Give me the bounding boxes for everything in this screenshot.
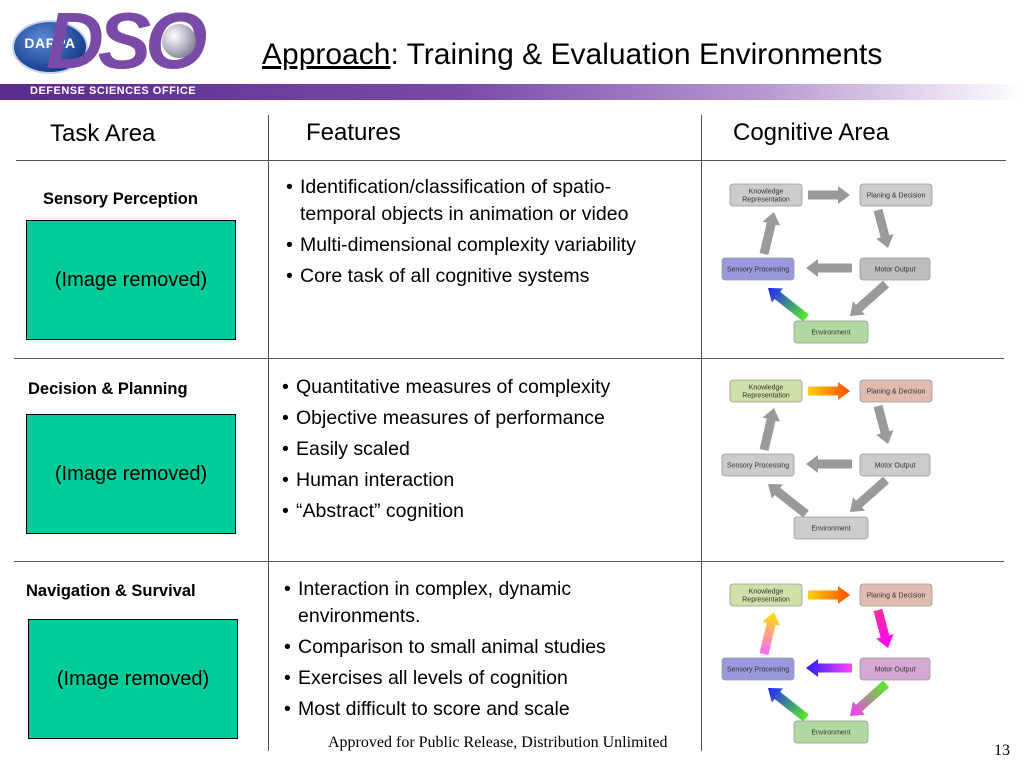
row-divider-1 xyxy=(14,358,1004,359)
image-placeholder-text: (Image removed) xyxy=(54,462,208,485)
node-mo: Motor Output xyxy=(859,453,931,477)
header-band: DEFENSE SCIENCES OFFICE xyxy=(0,84,1024,100)
feature-item: “Abstract” cognition xyxy=(282,498,682,525)
node-sp: Sensory Processing xyxy=(721,453,795,477)
node-label: Planing & Decision xyxy=(867,389,926,396)
node-label: Knowledge xyxy=(749,189,784,196)
node-label: Motor Output xyxy=(875,267,916,274)
features-list-navigation: Interaction in complex, dynamic environm… xyxy=(284,576,679,727)
darpa-emblem xyxy=(12,20,88,74)
image-placeholder: (Image removed) xyxy=(28,619,238,739)
node-env: Environment xyxy=(793,720,869,744)
flow-arrow-kr-to-pd xyxy=(808,186,850,204)
node-label: Environment xyxy=(811,730,850,737)
header-divider xyxy=(16,160,1006,161)
flow-arrow-pd-to-mo xyxy=(873,208,894,248)
features-list-sensory: Identification/classification of spatio-… xyxy=(286,174,671,294)
title-underlined: Approach xyxy=(262,38,391,71)
feature-item: Core task of all cognitive systems xyxy=(286,263,671,290)
darpa-logo-text: DARPA xyxy=(24,35,76,51)
page-number: 13 xyxy=(994,742,1010,759)
row-label-decision-planning: Decision & Planning xyxy=(28,380,188,398)
feature-item: Quantitative measures of complexity xyxy=(282,374,682,401)
flow-arrow-env-to-sp xyxy=(768,288,809,322)
node-label: Representation xyxy=(742,197,790,204)
flow-arrow-pd-to-mo xyxy=(873,404,894,444)
node-pd: Planing & Decision xyxy=(859,183,933,207)
node-sp: Sensory Processing xyxy=(721,657,795,681)
feature-item: Comparison to small animal studies xyxy=(284,634,679,661)
node-label: Environment xyxy=(811,526,850,533)
column-divider-2 xyxy=(701,115,702,751)
node-sp: Sensory Processing xyxy=(721,257,795,281)
column-header-task-area: Task Area xyxy=(50,120,156,147)
feature-item: Identification/classification of spatio-… xyxy=(286,174,671,228)
feature-item: Exercises all levels of cognition xyxy=(284,665,679,692)
image-placeholder-text: (Image removed) xyxy=(54,268,208,291)
flow-arrow-mo-to-sp xyxy=(806,455,852,473)
node-pd: Planing & Decision xyxy=(859,583,933,607)
dso-logo: DARPA DSO xyxy=(6,0,207,86)
row-divider-2 xyxy=(14,561,1004,562)
image-placeholder: (Image removed) xyxy=(26,414,236,534)
slide-title: Approach: Training & Evaluation Environm… xyxy=(262,38,882,72)
title-rest: : Training & Evaluation Environments xyxy=(390,38,883,71)
flow-arrow-pd-to-mo xyxy=(873,608,894,648)
column-divider-1 xyxy=(268,115,269,751)
node-label: Sensory Processing xyxy=(727,267,789,274)
flow-arrow-kr-to-pd xyxy=(808,586,850,604)
node-label: Sensory Processing xyxy=(727,463,789,470)
node-label: Planing & Decision xyxy=(867,593,926,600)
node-env: Environment xyxy=(793,516,869,540)
feature-item: Interaction in complex, dynamic environm… xyxy=(284,576,679,630)
flow-arrow-sp-to-kr xyxy=(759,612,780,655)
release-notice: Approved for Public Release, Distributio… xyxy=(328,734,668,751)
feature-item: Most difficult to score and scale xyxy=(284,696,679,723)
flow-arrow-mo-to-env xyxy=(850,280,889,316)
flow-arrow-mo-to-env xyxy=(850,680,889,716)
feature-item: Human interaction xyxy=(282,467,682,494)
band-text: DEFENSE SCIENCES OFFICE xyxy=(30,85,197,97)
flow-arrow-env-to-sp xyxy=(768,688,809,722)
node-label: Knowledge xyxy=(749,385,784,392)
node-mo: Motor Output xyxy=(859,657,931,681)
flow-arrow-mo-to-sp xyxy=(806,259,852,277)
node-label: Representation xyxy=(742,393,790,400)
node-label: Knowledge xyxy=(749,589,784,596)
feature-item: Easily scaled xyxy=(282,436,682,463)
flow-arrow-sp-to-kr xyxy=(759,212,780,255)
node-mo: Motor Output xyxy=(859,257,931,281)
flow-arrow-sp-to-kr xyxy=(759,408,780,451)
flow-arrow-mo-to-sp xyxy=(806,659,852,677)
column-header-cognitive-area: Cognitive Area xyxy=(733,119,890,146)
column-header-features: Features xyxy=(306,119,401,146)
node-label: Environment xyxy=(811,330,850,337)
flow-arrow-env-to-sp xyxy=(768,484,809,518)
node-label: Planing & Decision xyxy=(867,193,926,200)
node-label: Representation xyxy=(742,597,790,604)
feature-item: Multi-dimensional complexity variability xyxy=(286,232,671,259)
row-label-sensory-perception: Sensory Perception xyxy=(43,190,198,208)
flow-arrow-mo-to-env xyxy=(850,476,889,512)
node-label: Motor Output xyxy=(875,667,916,674)
node-label: Sensory Processing xyxy=(727,667,789,674)
node-label: Motor Output xyxy=(875,463,916,470)
feature-item: Objective measures of performance xyxy=(282,405,682,432)
row-label-navigation-survival: Navigation & Survival xyxy=(26,582,196,600)
features-list-decision: Quantitative measures of complexity Obje… xyxy=(282,374,682,529)
node-pd: Planing & Decision xyxy=(859,379,933,403)
dso-sphere-icon xyxy=(162,24,196,58)
image-placeholder: (Image removed) xyxy=(26,220,236,340)
image-placeholder-text: (Image removed) xyxy=(56,667,210,690)
flow-arrow-kr-to-pd xyxy=(808,382,850,400)
node-env: Environment xyxy=(793,320,869,344)
